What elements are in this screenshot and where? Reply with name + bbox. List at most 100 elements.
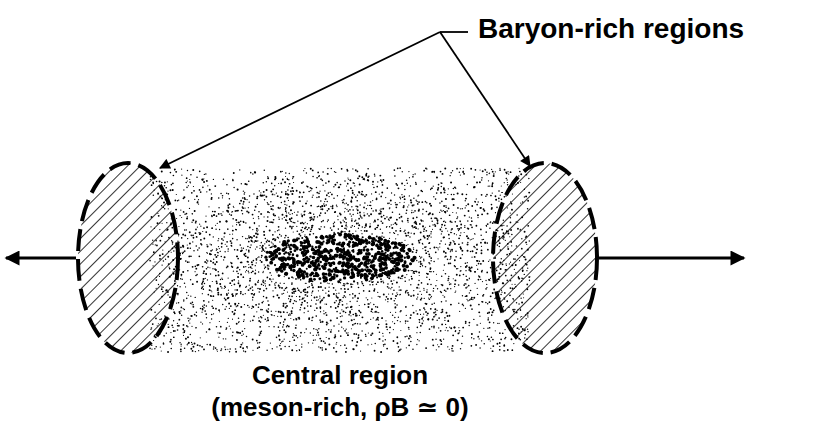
stipple-dot xyxy=(340,288,342,290)
stipple-dot xyxy=(368,306,370,308)
stipple-dot xyxy=(231,245,233,247)
stipple-dot xyxy=(225,349,227,351)
stipple-dot xyxy=(352,233,353,234)
stipple-dot xyxy=(319,302,321,304)
stipple-dot xyxy=(398,187,400,189)
stipple-dot xyxy=(307,200,308,201)
stipple-dot xyxy=(236,270,238,272)
stipple-dot xyxy=(238,322,239,323)
stipple-dot xyxy=(430,236,431,237)
stipple-dot xyxy=(312,225,314,227)
stipple-dot xyxy=(258,271,260,273)
stipple-dot xyxy=(455,256,457,258)
stipple-dot xyxy=(256,236,258,238)
stipple-dot xyxy=(232,180,234,182)
stipple-dot xyxy=(211,291,212,292)
stipple-dot xyxy=(370,201,372,203)
stipple-dot xyxy=(289,226,291,228)
stipple-dot xyxy=(266,181,267,182)
stipple-dot xyxy=(431,326,432,327)
stipple-dot xyxy=(336,317,338,319)
stipple-dot xyxy=(460,348,461,349)
stipple-dot xyxy=(378,296,379,297)
stipple-dot xyxy=(237,249,239,251)
stipple-dot xyxy=(344,231,345,232)
stipple-dot xyxy=(266,226,268,228)
stipple-dot xyxy=(455,250,456,251)
stipple-dot xyxy=(189,208,190,209)
stipple-dot xyxy=(399,217,401,219)
stipple-dot xyxy=(237,276,239,278)
stipple-dot xyxy=(344,195,345,196)
stipple-dot xyxy=(442,295,443,296)
stippled-central-region xyxy=(149,167,530,353)
stipple-dot xyxy=(467,203,469,205)
stipple-dot xyxy=(230,240,232,242)
stipple-dot xyxy=(417,293,419,295)
stipple-dot xyxy=(209,253,211,255)
stipple-dot xyxy=(437,222,439,224)
stipple-dot xyxy=(264,243,265,244)
stipple-dot xyxy=(405,306,407,308)
stipple-dot xyxy=(193,237,195,239)
stipple-dot xyxy=(389,208,390,209)
stipple-dot xyxy=(355,196,357,198)
stipple-dot xyxy=(215,275,217,277)
stipple-dot xyxy=(443,251,445,253)
stipple-dot xyxy=(256,259,258,261)
stipple-dot xyxy=(267,311,269,313)
stipple-dot xyxy=(340,321,342,323)
stipple-dot xyxy=(320,209,322,211)
stipple-dot xyxy=(200,243,202,245)
stipple-dot xyxy=(490,267,492,269)
stipple-dot xyxy=(410,270,411,271)
stipple-dot xyxy=(447,230,448,231)
stipple-dot xyxy=(462,171,464,173)
stipple-dot xyxy=(401,183,403,185)
stipple-dot xyxy=(501,192,502,193)
stipple-dot xyxy=(228,297,230,299)
stipple-dot xyxy=(181,237,183,239)
stipple-dot xyxy=(207,185,208,186)
stipple-dot xyxy=(399,214,400,215)
stipple-dot xyxy=(278,257,281,260)
stipple-dot xyxy=(369,226,371,228)
stipple-dot xyxy=(252,306,254,308)
stipple-dot xyxy=(390,216,392,218)
stipple-dot xyxy=(273,326,274,327)
stipple-dot xyxy=(290,318,291,319)
stipple-dot xyxy=(246,346,248,348)
stipple-dot xyxy=(352,348,353,349)
stipple-dot xyxy=(212,281,213,282)
stipple-dot xyxy=(260,195,262,197)
stipple-dot xyxy=(183,335,184,336)
stipple-dot xyxy=(471,267,473,269)
stipple-dot xyxy=(263,231,265,233)
stipple-dot xyxy=(470,305,472,307)
stipple-dot xyxy=(414,226,416,228)
stipple-dot xyxy=(367,176,369,178)
stipple-dot xyxy=(482,281,483,282)
stipple-dot xyxy=(443,221,444,222)
stipple-dot xyxy=(273,219,275,221)
stipple-dot xyxy=(359,211,361,213)
stipple-dot xyxy=(255,283,257,285)
stipple-dot xyxy=(412,217,414,219)
stipple-dot xyxy=(154,348,155,349)
stipple-dot xyxy=(476,244,478,246)
stipple-dot xyxy=(323,340,325,342)
stipple-dot xyxy=(182,234,184,236)
stipple-dot xyxy=(290,314,291,315)
stipple-dot xyxy=(203,181,205,183)
stipple-dot xyxy=(282,179,284,181)
stipple-dot xyxy=(290,190,292,192)
stipple-dot xyxy=(337,306,339,308)
stipple-dot xyxy=(430,233,431,234)
stipple-dot xyxy=(457,216,458,217)
stipple-dot xyxy=(222,197,223,198)
stipple-dot xyxy=(251,264,253,266)
stipple-dot xyxy=(304,312,305,313)
stipple-dot xyxy=(257,281,259,283)
stipple-dot xyxy=(180,278,181,279)
stipple-dot xyxy=(473,186,475,188)
